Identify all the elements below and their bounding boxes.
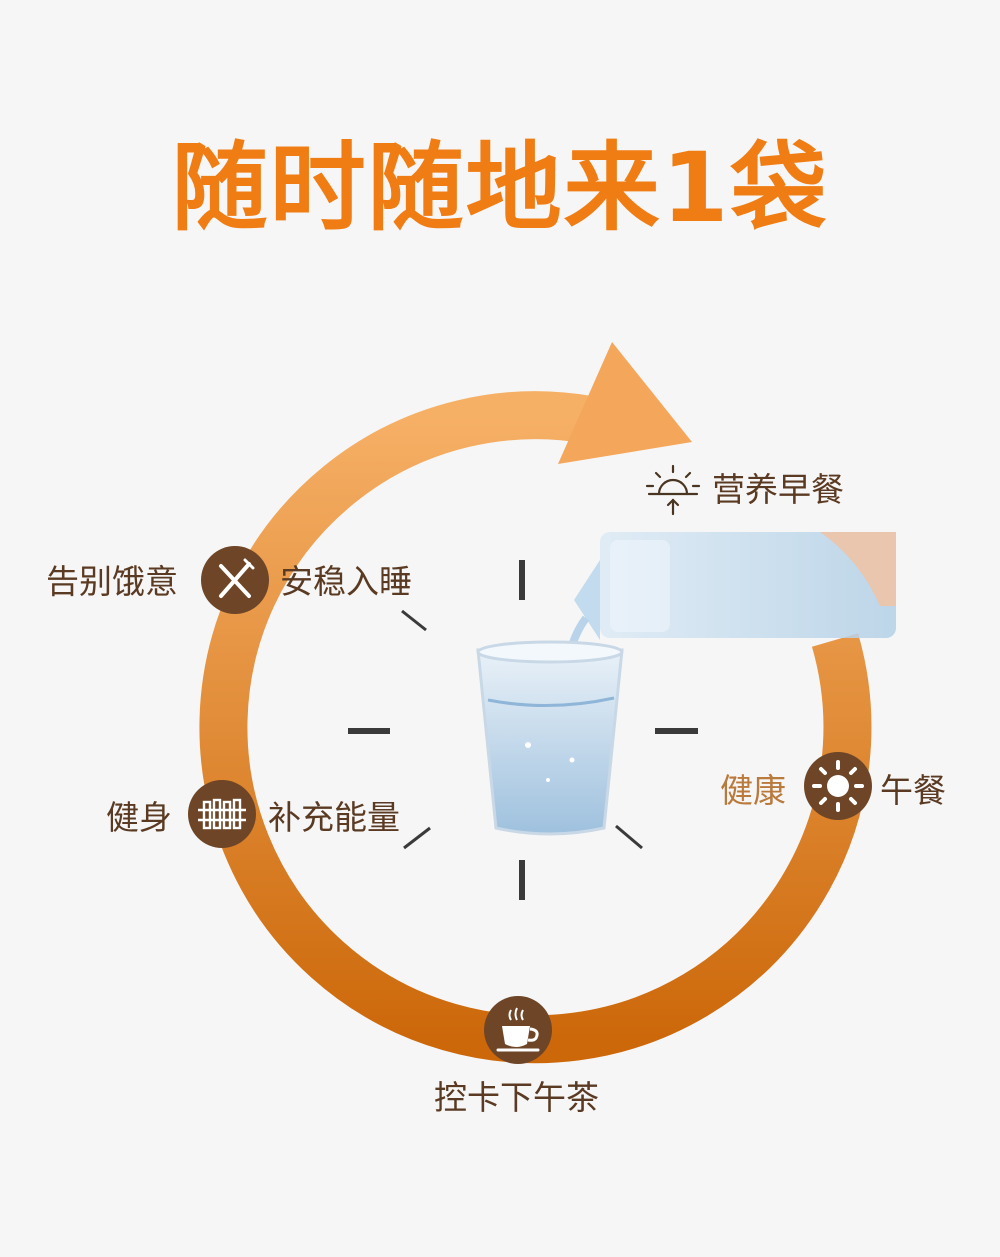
- label-hunger: 告别饿意: [46, 562, 178, 601]
- fence-icon: [188, 780, 256, 848]
- label-tea: 控卡下午茶: [434, 1078, 599, 1117]
- page-title: 随时随地来1袋: [171, 132, 829, 244]
- fork-knife-icon: [201, 546, 269, 614]
- cycle-ring: [199, 391, 872, 1064]
- cycle-arrowhead: [558, 342, 692, 464]
- label-energy: 补充能量: [268, 798, 400, 837]
- label-fitness: 健身: [106, 798, 172, 837]
- label-lunch: 午餐: [880, 771, 946, 810]
- water-illustration: [476, 532, 896, 836]
- sunrise-icon: [643, 462, 703, 518]
- clock-ticks: [348, 560, 698, 900]
- coffee-cup-icon: [484, 996, 552, 1064]
- label-breakfast: 营养早餐: [712, 470, 844, 509]
- label-sleep: 安稳入睡: [280, 562, 412, 601]
- sun-icon: [804, 752, 872, 820]
- label-healthy: 健康: [720, 771, 786, 810]
